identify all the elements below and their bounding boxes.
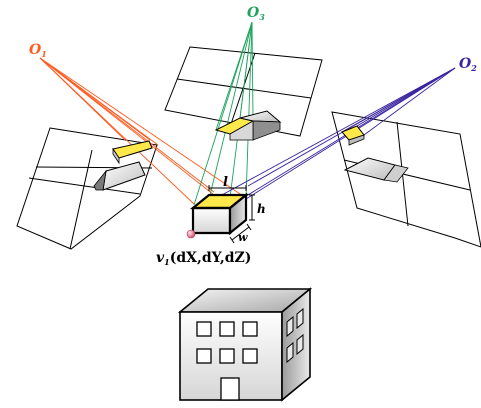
camera-label-o1: O1 <box>29 42 47 59</box>
projection-rays-o1 <box>39 57 247 207</box>
camera-label-o2: O2 <box>459 56 477 73</box>
dimension-l <box>208 185 247 191</box>
dimension-h <box>249 194 255 221</box>
vertex-marker <box>186 229 196 239</box>
projection-1 <box>93 140 153 191</box>
dimension-label-h: h <box>257 202 266 216</box>
dimension-label-w: w <box>238 231 248 244</box>
dimension-label-l: l <box>223 175 228 190</box>
vertex-label: v1(dX,dY,dZ) <box>156 250 251 267</box>
projection-rays-o2 <box>219 67 456 207</box>
projection-rays-o3 <box>193 21 254 207</box>
projection-3 <box>214 110 282 141</box>
building-icon <box>177 287 313 402</box>
object-box <box>189 192 250 236</box>
projection-2 <box>341 125 409 183</box>
dimension-w <box>229 223 252 244</box>
camera-label-o3: O3 <box>247 5 265 22</box>
